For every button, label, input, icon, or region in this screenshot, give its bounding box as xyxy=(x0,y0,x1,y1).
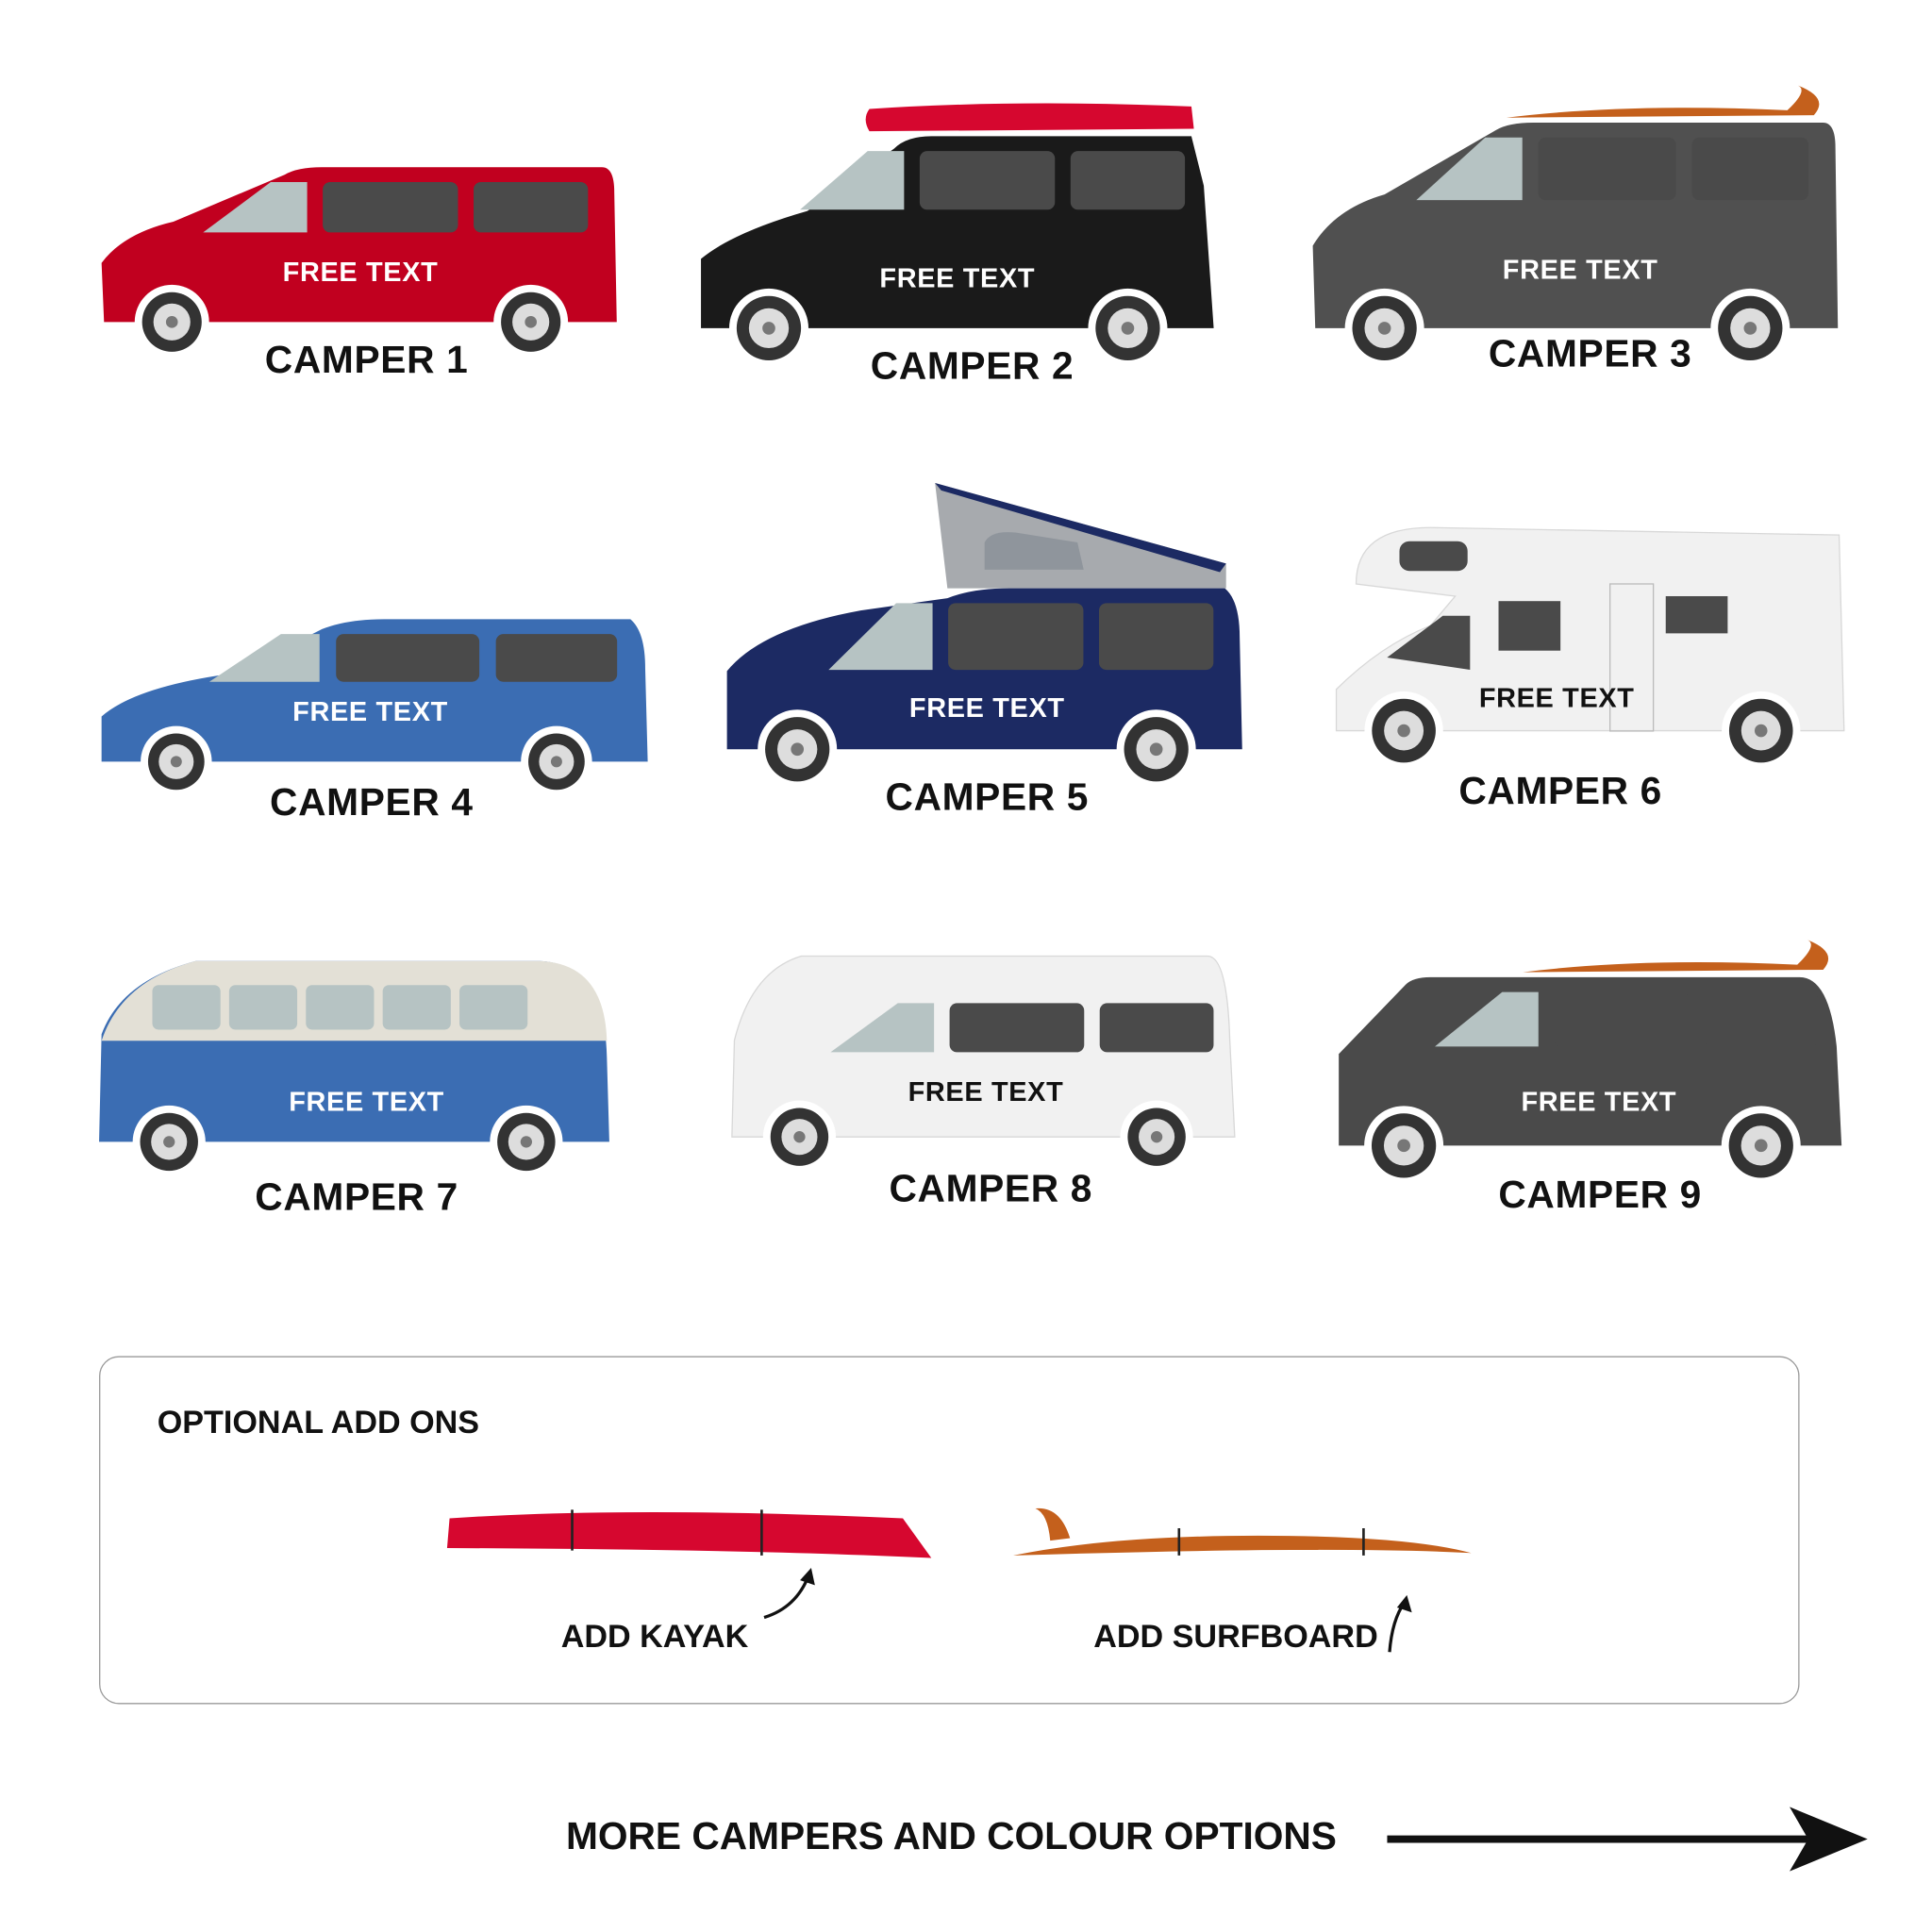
window xyxy=(474,181,589,233)
camper-label: CAMPER 6 xyxy=(1458,769,1662,813)
window xyxy=(948,603,1084,671)
free-text-placeholder[interactable]: FREE TEXT xyxy=(908,1075,1064,1108)
camper-van-image xyxy=(1339,940,1842,1186)
window xyxy=(1538,137,1676,201)
free-text-placeholder[interactable]: FREE TEXT xyxy=(879,262,1036,294)
free-text-placeholder[interactable]: FREE TEXT xyxy=(1521,1086,1677,1118)
window xyxy=(306,985,375,1030)
window xyxy=(323,181,458,233)
window xyxy=(1554,991,1689,1047)
windscreen xyxy=(1387,615,1471,670)
window xyxy=(228,985,298,1030)
window xyxy=(1399,541,1468,572)
window xyxy=(1691,137,1809,201)
window xyxy=(949,1003,1085,1053)
window xyxy=(152,985,221,1030)
camper-4-option[interactable] xyxy=(99,582,650,799)
camper-van-image xyxy=(1335,526,1845,771)
surfboard-image[interactable] xyxy=(1010,1504,1474,1566)
free-text-placeholder[interactable]: FREE TEXT xyxy=(908,691,1065,724)
surfboard-roof xyxy=(1523,940,1829,973)
camper-van-image xyxy=(726,482,1242,790)
camper-6-option[interactable] xyxy=(1331,523,1849,771)
front-window xyxy=(1435,991,1539,1047)
window xyxy=(919,151,1056,210)
window xyxy=(1704,991,1819,1047)
surfboard-arrow-icon xyxy=(1388,1594,1412,1653)
camper-1-option[interactable] xyxy=(99,130,619,359)
camper-label: CAMPER 7 xyxy=(255,1174,458,1219)
camper-van-image xyxy=(731,955,1236,1174)
right-arrow-icon[interactable] xyxy=(1387,1802,1870,1876)
camper-5-option[interactable] xyxy=(724,482,1244,790)
camper-van-image xyxy=(101,619,648,798)
window xyxy=(1098,603,1214,671)
window xyxy=(1665,595,1728,634)
camper-van-image xyxy=(99,960,609,1179)
add-ons-title: OPTIONAL ADD ONS xyxy=(157,1403,480,1441)
camper-label: CAMPER 5 xyxy=(885,774,1090,819)
optional-add-ons-panel: OPTIONAL ADD ONS ADD KAYAK ADD SURFBOARD xyxy=(99,1356,1800,1705)
kayak-arrow-icon xyxy=(763,1568,815,1620)
camper-body xyxy=(1335,526,1845,732)
camper-van-image xyxy=(101,167,617,359)
camper-9-option[interactable] xyxy=(1331,935,1849,1186)
kayak-image[interactable] xyxy=(444,1506,934,1565)
front-window xyxy=(800,151,905,210)
camper-label: CAMPER 3 xyxy=(1488,331,1692,375)
front-window xyxy=(828,603,933,671)
front-window xyxy=(208,634,320,682)
free-text-placeholder[interactable]: FREE TEXT xyxy=(292,695,448,727)
camper-7-option[interactable] xyxy=(96,956,614,1179)
window xyxy=(1099,1003,1214,1053)
free-text-placeholder[interactable]: FREE TEXT xyxy=(1502,254,1658,285)
window xyxy=(459,985,528,1030)
front-window xyxy=(1416,137,1523,201)
camper-van-image xyxy=(701,103,1214,368)
window xyxy=(336,634,480,682)
window xyxy=(382,985,451,1030)
camper-label: CAMPER 2 xyxy=(870,343,1074,388)
free-text-placeholder[interactable]: FREE TEXT xyxy=(1478,682,1635,714)
camper-label: CAMPER 1 xyxy=(264,338,469,382)
window xyxy=(1070,151,1186,210)
window xyxy=(1498,601,1561,651)
camper-3-option[interactable] xyxy=(1310,80,1840,368)
camper-2-option[interactable] xyxy=(696,99,1216,368)
surfboard-roof xyxy=(1506,85,1820,118)
free-text-placeholder[interactable]: FREE TEXT xyxy=(282,256,439,288)
free-text-placeholder[interactable]: FREE TEXT xyxy=(289,1086,444,1118)
kayak-roof xyxy=(865,103,1194,132)
front-window xyxy=(830,1003,935,1053)
window xyxy=(495,634,618,682)
add-kayak-label[interactable]: ADD KAYAK xyxy=(560,1617,749,1655)
more-campers-link[interactable]: MORE CAMPERS AND COLOUR OPTIONS xyxy=(565,1814,1337,1858)
camper-8-option[interactable] xyxy=(727,951,1245,1174)
door xyxy=(1609,583,1655,732)
camper-van-image xyxy=(1312,85,1839,368)
add-surfboard-label[interactable]: ADD SURFBOARD xyxy=(1093,1617,1378,1655)
camper-label: CAMPER 4 xyxy=(270,780,474,824)
camper-label: CAMPER 8 xyxy=(889,1166,1093,1210)
front-window xyxy=(203,181,308,233)
camper-label: CAMPER 9 xyxy=(1498,1173,1702,1217)
